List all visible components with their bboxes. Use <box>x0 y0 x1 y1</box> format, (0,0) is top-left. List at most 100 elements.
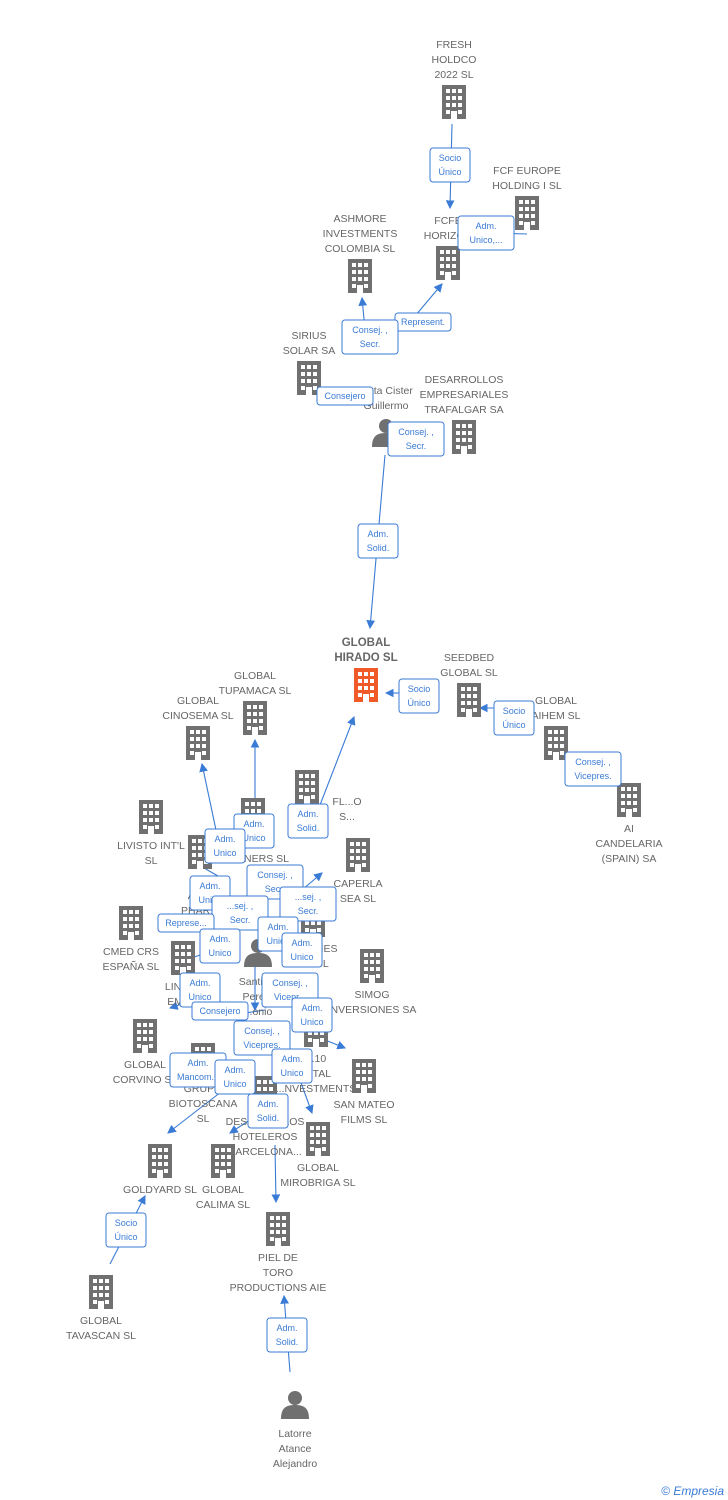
relation-label[interactable]: Consej. ,Vicepres. <box>564 751 622 787</box>
relation-text: Unico <box>213 848 236 858</box>
relation-text: ...sej. , <box>295 892 322 902</box>
building-icon <box>352 1059 376 1093</box>
relation-text: Secr. <box>298 906 319 916</box>
building-icon <box>266 1212 290 1246</box>
node-label: GLOBAL <box>535 695 577 707</box>
relation-text: Adm. <box>475 221 496 231</box>
relation-text: Vicepr... <box>274 992 306 1002</box>
relation-label[interactable]: Adm.Unico <box>199 928 241 964</box>
building-icon <box>139 800 163 834</box>
node-label: SIMOG <box>354 989 389 1001</box>
relation-label[interactable]: Adm.Unico <box>214 1059 256 1095</box>
relation-label[interactable]: Represent. <box>394 312 452 332</box>
relation-label[interactable]: Adm.Unico <box>291 997 333 1033</box>
relation-text: Unico <box>188 992 211 1002</box>
relation-text: Adm. <box>367 529 388 539</box>
relation-box <box>214 1059 256 1095</box>
node-label: SOLAR SA <box>283 345 336 357</box>
relation-label[interactable]: Adm. Solid. <box>357 523 399 559</box>
relation-text: Unico,... <box>469 235 502 245</box>
relation-text: Único <box>502 720 525 730</box>
relation-label[interactable]: ...sej. , Secr. <box>211 895 269 931</box>
building-icon <box>442 85 466 119</box>
relation-text: Consej. , <box>575 757 611 767</box>
node-label: ...onio <box>244 1006 273 1018</box>
company-node-livisto[interactable]: LIVISTO INT'LSL <box>117 800 185 867</box>
node-label: CALIMA SL <box>196 1199 250 1211</box>
relation-box <box>316 386 374 406</box>
building-icon <box>617 783 641 817</box>
relation-text: Adm. <box>297 809 318 819</box>
relation-label[interactable]: Adm.Unico <box>204 828 246 864</box>
relation-box <box>247 1093 289 1129</box>
node-label: GLOBAL <box>234 670 276 682</box>
relation-label[interactable]: Adm.Solid. <box>247 1093 289 1129</box>
relation-label[interactable]: Consejero <box>191 1001 249 1021</box>
relation-box <box>204 828 246 864</box>
relation-text: Solid. <box>367 543 390 553</box>
node-label: Alejandro <box>273 1458 318 1470</box>
relation-text: Consej. , <box>352 325 388 335</box>
node-label: AI <box>624 823 634 835</box>
relation-label[interactable]: Consej. ,Secr. <box>387 421 445 457</box>
node-label: DESARROLLOS <box>425 374 504 386</box>
node-label: BIOTOSCANA <box>169 1098 238 1110</box>
company-node-sirius[interactable]: SIRIUS SOLAR SA <box>283 330 336 395</box>
relation-text: Represe... <box>165 918 207 928</box>
relation-label[interactable]: Consej. ,Secr. <box>341 319 399 355</box>
node-label: SIRIUS <box>291 330 326 342</box>
relation-box <box>493 700 535 736</box>
node-label: SAN MATEO <box>333 1099 394 1111</box>
relation-label[interactable]: Adm.Solid. <box>287 803 329 839</box>
relation-label[interactable]: Consej. ,Vicepres. <box>233 1020 291 1056</box>
relation-label[interactable]: Represe... <box>157 913 215 933</box>
company-node-goldyard[interactable]: GOLDYARD SL <box>123 1144 197 1196</box>
relation-text: Secr. <box>230 915 251 925</box>
relation-text: Secr. <box>265 884 286 894</box>
relation-label[interactable]: Adm.Solid. <box>266 1317 308 1353</box>
relation-label[interactable]: Consejero <box>316 386 374 406</box>
company-node-flco[interactable]: FL...OS... <box>295 770 362 823</box>
relation-label[interactable]: Adm.Unico <box>179 972 221 1008</box>
relation-text: Adm. <box>276 1323 297 1333</box>
relation-label[interactable]: ...sej. , Secr. <box>279 886 337 922</box>
building-icon <box>452 420 476 454</box>
building-icon <box>211 1144 235 1178</box>
relation-text: ...sej. , <box>227 901 254 911</box>
node-label: (SPAIN) SA <box>602 853 657 865</box>
relation-box <box>357 523 399 559</box>
relation-label[interactable]: Adm.Unico <box>281 932 323 968</box>
relation-text: Vicepres. <box>243 1040 280 1050</box>
relation-box <box>105 1212 147 1248</box>
relation-label[interactable]: Adm. Unico,... <box>457 215 515 251</box>
relation-box <box>287 803 329 839</box>
brand-logo[interactable]: Empresia <box>673 1484 724 1498</box>
relation-label[interactable]: Adm.Unico <box>271 1048 313 1084</box>
node-label: Atance <box>279 1443 312 1455</box>
relation-text: Represent. <box>401 317 445 327</box>
